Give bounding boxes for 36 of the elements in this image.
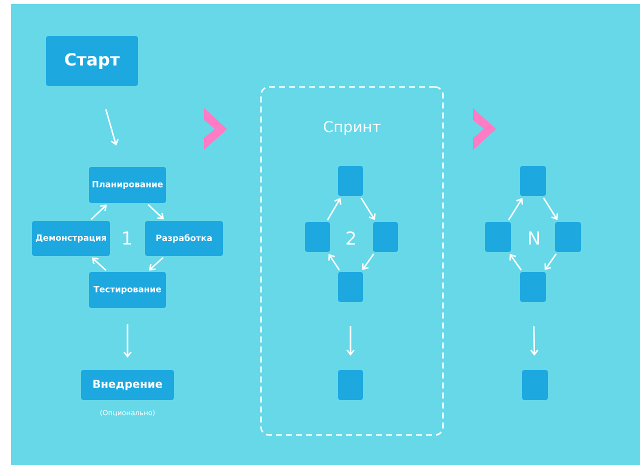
empty-box <box>305 222 330 252</box>
arrow <box>362 253 374 270</box>
empty-box <box>520 166 546 196</box>
empty-box <box>522 370 548 400</box>
cycle-number: 2 <box>346 231 355 245</box>
arrow <box>148 256 164 270</box>
arrow <box>508 198 524 220</box>
arrow <box>123 324 132 358</box>
arrow <box>544 253 557 270</box>
empty-box <box>338 272 363 302</box>
process-box: Планирование <box>89 167 166 203</box>
arrow <box>360 198 376 220</box>
empty-box <box>338 166 363 196</box>
process-box: Внедрение <box>81 370 174 400</box>
arrow <box>326 198 342 220</box>
cycle-number: 1 <box>123 231 132 245</box>
arrow <box>346 326 355 356</box>
empty-box <box>373 222 398 252</box>
process-box: Тестирование <box>89 272 166 308</box>
empty-box <box>555 222 581 252</box>
arrow <box>530 326 538 356</box>
arrow <box>92 258 107 271</box>
empty-box <box>485 222 511 252</box>
process-box: Разработка <box>145 221 223 256</box>
cycle-number: N <box>529 231 539 245</box>
process-box: Демонстрация <box>32 221 110 256</box>
arrow <box>105 109 119 146</box>
process-box: Старт <box>46 36 138 86</box>
arrow <box>542 198 558 220</box>
empty-box <box>338 370 363 400</box>
frame-heading: Спринт <box>324 120 380 136</box>
arrow <box>328 254 340 271</box>
arrow <box>509 254 522 271</box>
arrow <box>90 204 107 220</box>
empty-box <box>520 272 546 302</box>
arrow <box>148 204 164 220</box>
